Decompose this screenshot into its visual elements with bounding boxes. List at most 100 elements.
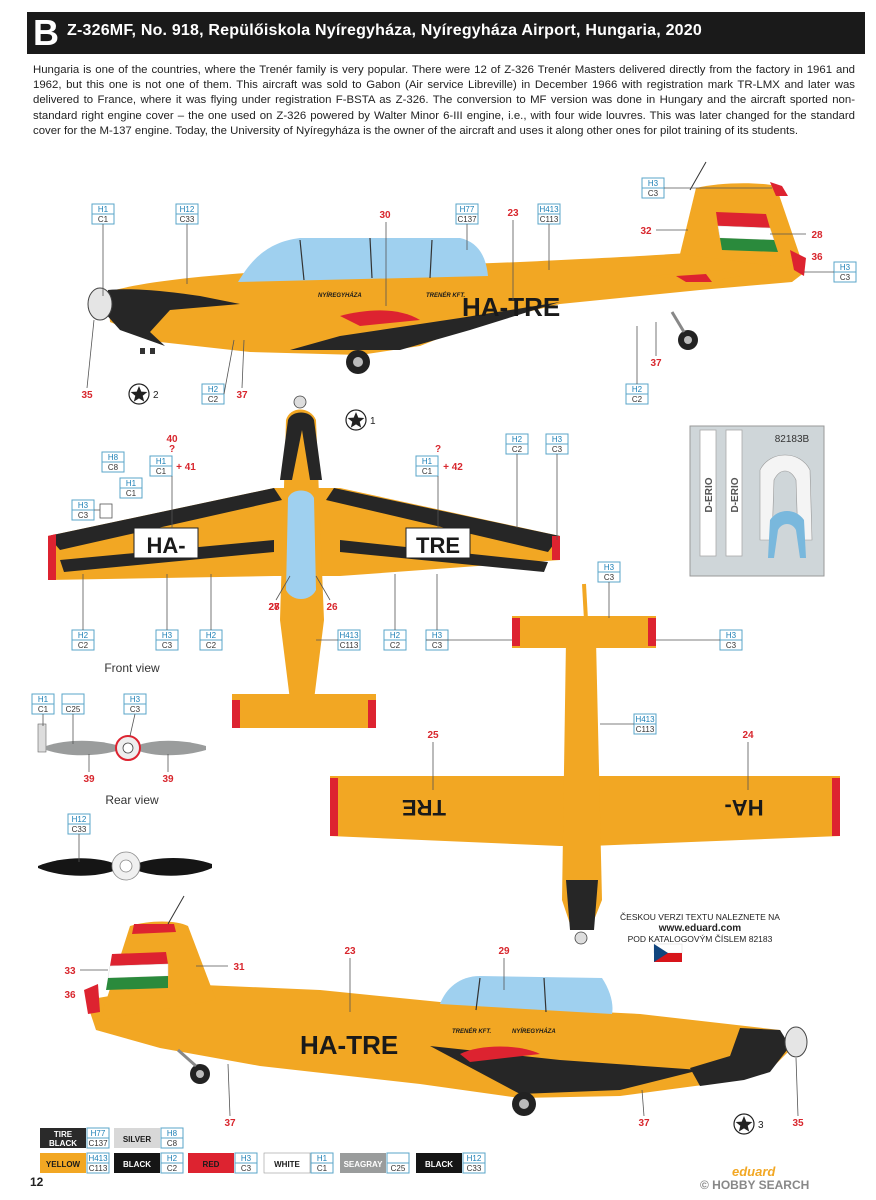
- svg-text:C2: C2: [390, 641, 401, 650]
- legend-yellow: YELLOW H413 C113: [40, 1152, 110, 1174]
- svg-text:TIRE: TIRE: [54, 1130, 73, 1139]
- intro-text: Hungaria is one of the countries, where …: [33, 64, 855, 137]
- svg-text:32: 32: [640, 226, 652, 237]
- legend-seagray: SEAGRAY C25: [340, 1152, 410, 1174]
- svg-text:31: 31: [233, 962, 245, 973]
- svg-text:C2: C2: [512, 445, 523, 454]
- svg-text:C2: C2: [167, 1164, 178, 1173]
- svg-text:39: 39: [83, 774, 95, 785]
- header-bar: B Z-326MF, No. 918, Repülőiskola Nyíregy…: [27, 12, 865, 54]
- color-legend: TIRE BLACK H77 C137 SILVER H8 C8 YELLOW …: [40, 1127, 486, 1174]
- front-view-label: Front view: [104, 661, 160, 675]
- svg-text:3: 3: [758, 1120, 764, 1131]
- svg-text:35: 35: [81, 390, 93, 401]
- svg-text:C1: C1: [156, 467, 167, 476]
- svg-text:H2: H2: [206, 631, 217, 640]
- svg-text:H413: H413: [339, 631, 359, 640]
- svg-text:C137: C137: [457, 215, 477, 224]
- svg-text:H3: H3: [241, 1154, 252, 1163]
- svg-text:?: ?: [435, 444, 441, 455]
- svg-text:H12: H12: [467, 1154, 482, 1163]
- svg-text:C3: C3: [130, 705, 141, 714]
- svg-text:H1: H1: [317, 1154, 328, 1163]
- svg-text:BLACK: BLACK: [49, 1139, 77, 1148]
- decal-sheet-text-1: D-ERIO: [704, 477, 715, 512]
- reference-numbers: 30 23 32 28 36 35 37 37 40 ? + 41 ? + 42…: [64, 208, 823, 1129]
- svg-text:28: 28: [268, 602, 280, 613]
- decal-sheet-inset: 82183B D-ERIO D-ERIO: [689, 425, 825, 577]
- svg-text:36: 36: [64, 990, 76, 1001]
- svg-text:33: 33: [64, 966, 76, 977]
- svg-text:37: 37: [638, 1118, 650, 1129]
- svg-text:C3: C3: [241, 1164, 252, 1173]
- side-profile-left: HA-TRE NYÍREGYHÁZA TRENÉR KFT.: [87, 161, 806, 374]
- svg-text:H3: H3: [604, 563, 615, 572]
- svg-text:H2: H2: [632, 385, 643, 394]
- svg-text:SEAGRAY: SEAGRAY: [344, 1160, 383, 1169]
- svg-text:H1: H1: [38, 695, 49, 704]
- svg-text:C2: C2: [632, 395, 643, 404]
- svg-text:C2: C2: [208, 395, 219, 404]
- svg-text:H12: H12: [72, 815, 87, 824]
- svg-text:26: 26: [326, 602, 338, 613]
- svg-text:28: 28: [811, 230, 823, 241]
- czech-flag: [653, 943, 683, 962]
- side-right-registration: HA-TRE: [300, 1030, 398, 1060]
- svg-text:H3: H3: [78, 501, 89, 510]
- legend-white: WHITE H1 C1: [263, 1152, 334, 1174]
- legend-black-h12: BLACK H12 C33: [416, 1152, 486, 1174]
- svg-text:C1: C1: [422, 467, 433, 476]
- svg-text:27: 27: [268, 602, 280, 613]
- svg-text:H3: H3: [162, 631, 173, 640]
- svg-text:C8: C8: [108, 463, 119, 472]
- svg-text:C3: C3: [162, 641, 173, 650]
- svg-text:C3: C3: [840, 273, 851, 282]
- svg-text:?: ?: [169, 444, 175, 455]
- svg-text:23: 23: [344, 946, 356, 957]
- star-marking-2: 2: [128, 383, 159, 405]
- svg-text:H1: H1: [156, 457, 167, 466]
- svg-text:H1: H1: [126, 479, 137, 488]
- svg-text:2: 2: [153, 390, 159, 401]
- svg-text:H3: H3: [552, 435, 563, 444]
- svg-text:C113: C113: [89, 1164, 108, 1173]
- top-left-wing-registration: HA-: [146, 533, 185, 558]
- svg-text:H2: H2: [512, 435, 523, 444]
- svg-text:C1: C1: [317, 1164, 328, 1173]
- svg-text:H3: H3: [130, 695, 141, 704]
- svg-text:H3: H3: [726, 631, 737, 640]
- svg-text:C3: C3: [552, 445, 563, 454]
- svg-text:36: 36: [811, 252, 823, 263]
- svg-text:H2: H2: [167, 1154, 178, 1163]
- svg-text:H2: H2: [208, 385, 219, 394]
- star-marking-3: 3: [733, 1113, 764, 1135]
- eduard-url-link[interactable]: www.eduard.com: [658, 923, 742, 934]
- rear-view-propeller: Rear view: [38, 793, 212, 881]
- eduard-logo: eduard: [732, 1164, 776, 1179]
- svg-text:+ 41: + 41: [176, 462, 196, 473]
- svg-text:29: 29: [498, 946, 510, 957]
- hobby-search-watermark: © HOBBY SEARCH: [700, 1178, 810, 1192]
- side-left-city: NYÍREGYHÁZA: [318, 292, 362, 299]
- legend-red: RED H3 C3: [188, 1152, 258, 1174]
- svg-text:C1: C1: [38, 705, 49, 714]
- svg-text:C8: C8: [167, 1139, 178, 1148]
- svg-text:37: 37: [650, 358, 662, 369]
- svg-text:SILVER: SILVER: [123, 1135, 152, 1144]
- svg-text:H8: H8: [167, 1129, 178, 1138]
